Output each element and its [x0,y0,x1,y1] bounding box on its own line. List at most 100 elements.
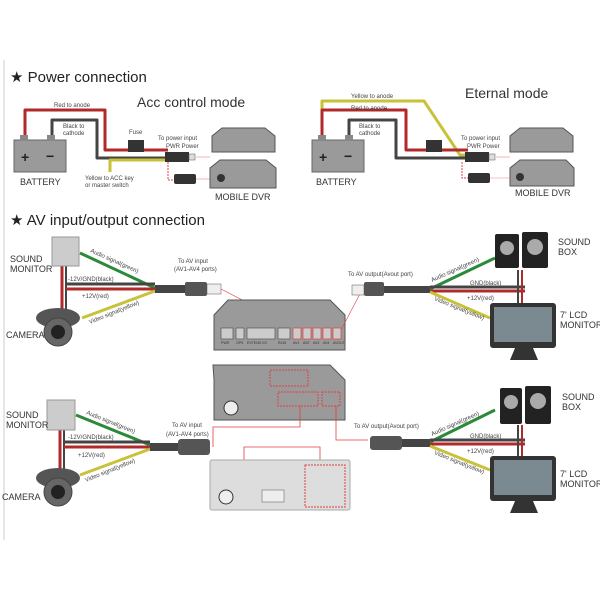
port-av1 [292,327,302,340]
svg-text:−: − [344,148,352,164]
dvr-back-icon [509,159,575,187]
sound-box-label: SOUND [562,392,595,402]
black-label: Black to [359,124,381,130]
fuse-label: Fuse [129,130,143,136]
port-label: AV1 [293,341,299,345]
dvr-front-icon [211,127,276,153]
power-input-label: To power input [461,136,500,142]
lcd-label-2: MONITOR [560,320,600,330]
port-label: EXTEND I/O [247,341,267,345]
gnd-out-label: GND(black) [470,434,501,440]
svg-text:+: + [21,149,29,165]
sound-monitor-label-2: MONITOR [6,420,49,430]
power-heading: ★ Power connection [10,69,147,86]
svg-text:−: − [46,148,54,164]
port-extend-i-o [246,327,276,340]
camera-label: CAMERA [6,330,45,340]
to-av-output-label: To AV output(Avout port) [348,272,413,278]
av-input-connector-icon [178,439,210,455]
power-plug-icon [468,173,490,183]
port-av4 [322,327,332,340]
acc-diagram: +− [13,108,277,189]
black-label-2: cathode [63,131,85,137]
lcd-label: 7' LCD [560,310,588,320]
black-wire [347,118,468,160]
yellow-label: Yellow to ACC key [85,176,134,182]
dvr-back-icon [209,159,277,189]
sound-monitor-label-2: MONITOR [10,264,53,274]
red-wire [23,108,168,152]
lcd-label-2: MONITOR [560,479,600,489]
av-input-connector-icon [185,282,207,296]
plus12-out-label: +12V(red) [467,449,494,455]
black-label: Black to [63,124,85,130]
port-label: RJ45 [278,341,286,345]
av-heading: ★ AV input/output connection [10,212,205,229]
to-av-input-label: To AV input [172,423,202,429]
power-plug-icon [174,174,196,184]
sound-monitor-label: SOUND [6,410,39,420]
port-pwr [220,327,234,340]
to-av-input-label: To AV input [178,259,208,265]
power-input-label-2: PWR Power [467,144,500,150]
battery-icon [13,139,67,173]
port-label: AV2 [303,341,309,345]
port-label: AV4 [323,341,329,345]
power-connector-icon [465,152,489,162]
plus12-in-label: +12V(red) [78,453,105,459]
port-av2 [302,327,312,340]
gnd-in-label: -12V/GND(black) [68,277,114,283]
svg-text:+: + [319,149,327,165]
av-output-connector-icon [370,436,402,450]
av-output-connector-icon [364,282,384,296]
battery-label: BATTERY [20,177,61,187]
power-input-label-2: PWR Power [166,144,199,150]
sound-monitor-icon [46,399,76,431]
sound-monitor-icon [51,236,80,267]
yellow-label-2: or master switch [85,183,129,189]
gnd-out-label: GND(black) [470,281,501,287]
audio-out-label: Audio signal(green) [430,257,480,284]
sound-box-label: SOUND [558,237,591,247]
av-input-row-2 [36,364,556,513]
battery-icon [311,139,365,173]
red-label: Red to anode [54,103,91,109]
power-input-label: To power input [158,136,197,142]
to-av-input-label-2: (AV1-AV4 ports) [166,432,209,438]
port-gps [235,327,245,340]
dvr-front-icon [509,127,574,153]
sound-box-label-2: BOX [558,247,577,257]
port-label: GPS [236,341,244,345]
dvr-back-panel-icon [209,459,351,511]
fuse-icon [128,140,144,152]
port-av3 [312,327,322,340]
black-label-2: cathode [359,131,381,137]
eternal-mode-title: Eternal mode [465,85,548,101]
eternal-diagram: +− [311,99,575,187]
port-label: AV3 [313,341,319,345]
sound-monitor-label: SOUND [10,254,43,264]
yellow-label: Yellow to anode [351,94,394,100]
sound-box-label-2: BOX [562,402,581,412]
plus12-out-label: +12V(red) [467,296,494,302]
port-avout [332,327,342,340]
camera-label: CAMERA [2,492,41,502]
port-rj45 [277,327,291,340]
power-connector-icon [165,152,189,162]
port-label: AVOUT [333,341,346,345]
lcd-label: 7' LCD [560,469,588,479]
to-av-output-label: To AV output(Avout port) [354,424,419,430]
dvr-label: MOBILE DVR [215,192,271,202]
gnd-in-label: -12V/GND(black) [68,435,114,441]
dvr-label: MOBILE DVR [515,188,571,198]
acc-mode-title: Acc control mode [137,94,245,110]
port-label: PWR [221,341,230,345]
yellow-wire [108,158,168,172]
black-wire [50,118,168,160]
red-label: Red to anode [351,106,388,112]
battery-label: BATTERY [316,177,357,187]
plus12-in-label: +12V(red) [82,294,109,300]
fuse-icon [426,140,442,152]
